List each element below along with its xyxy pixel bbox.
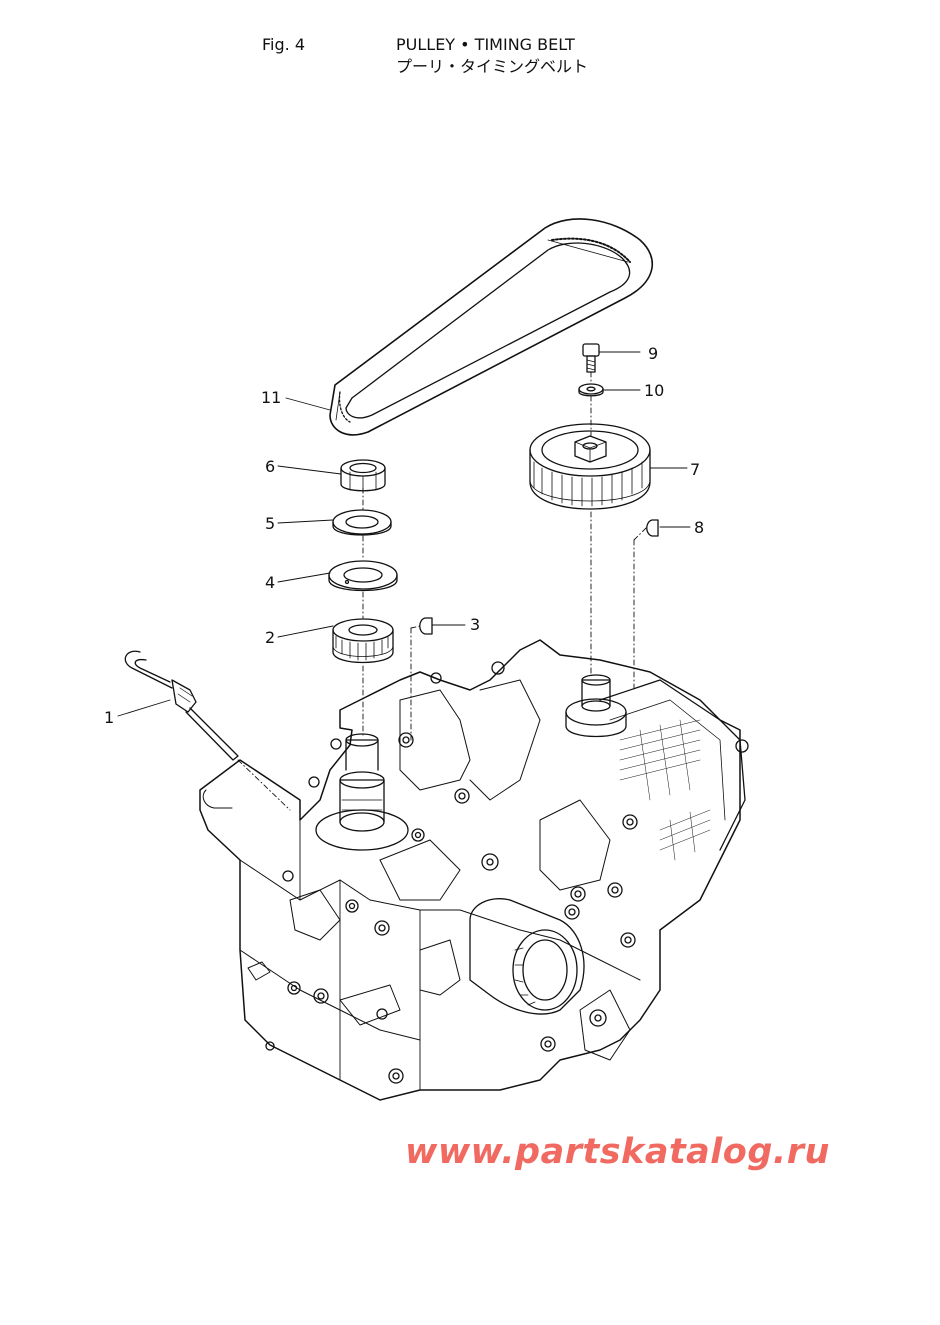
- leader-lines: [117, 351, 691, 717]
- callout-5: 5: [265, 514, 275, 533]
- part-8-key: [646, 519, 659, 537]
- timing-belt: [329, 218, 654, 436]
- part-1-dipstick: [124, 650, 239, 761]
- callout-10: 10: [644, 381, 664, 400]
- part-4-plate: [328, 560, 398, 592]
- callout-7: 7: [690, 460, 700, 479]
- engine-bolts: [265, 661, 749, 1084]
- part-6-nut: [340, 459, 386, 494]
- assembly-lines: [237, 371, 647, 811]
- callout-9: 9: [648, 344, 658, 363]
- callout-numbers: 1 2 3 4 5 6 7 8 9 10 11: [104, 344, 704, 727]
- figure-title-english: PULLEY • TIMING BELT: [396, 35, 575, 54]
- callout-3: 3: [470, 615, 480, 634]
- figure-title-japanese: プーリ・タイミングベルト: [396, 57, 589, 76]
- callout-1: 1: [104, 708, 114, 727]
- part-9-bolt: [582, 343, 600, 373]
- engine-block: [199, 639, 749, 1101]
- part-7-cam-pulley: [529, 423, 651, 510]
- callout-2: 2: [265, 628, 275, 647]
- callout-4: 4: [265, 573, 275, 592]
- callout-8: 8: [694, 518, 704, 537]
- watermark-text: www.partskatalog.ru: [405, 1132, 830, 1172]
- part-5-washer: [332, 509, 392, 536]
- part-3-key: [419, 617, 433, 635]
- part-2-crank-pulley: [332, 618, 394, 664]
- part-10-washer: [578, 383, 604, 397]
- callout-11: 11: [261, 388, 281, 407]
- callout-6: 6: [265, 457, 275, 476]
- figure-number: Fig. 4: [262, 35, 305, 54]
